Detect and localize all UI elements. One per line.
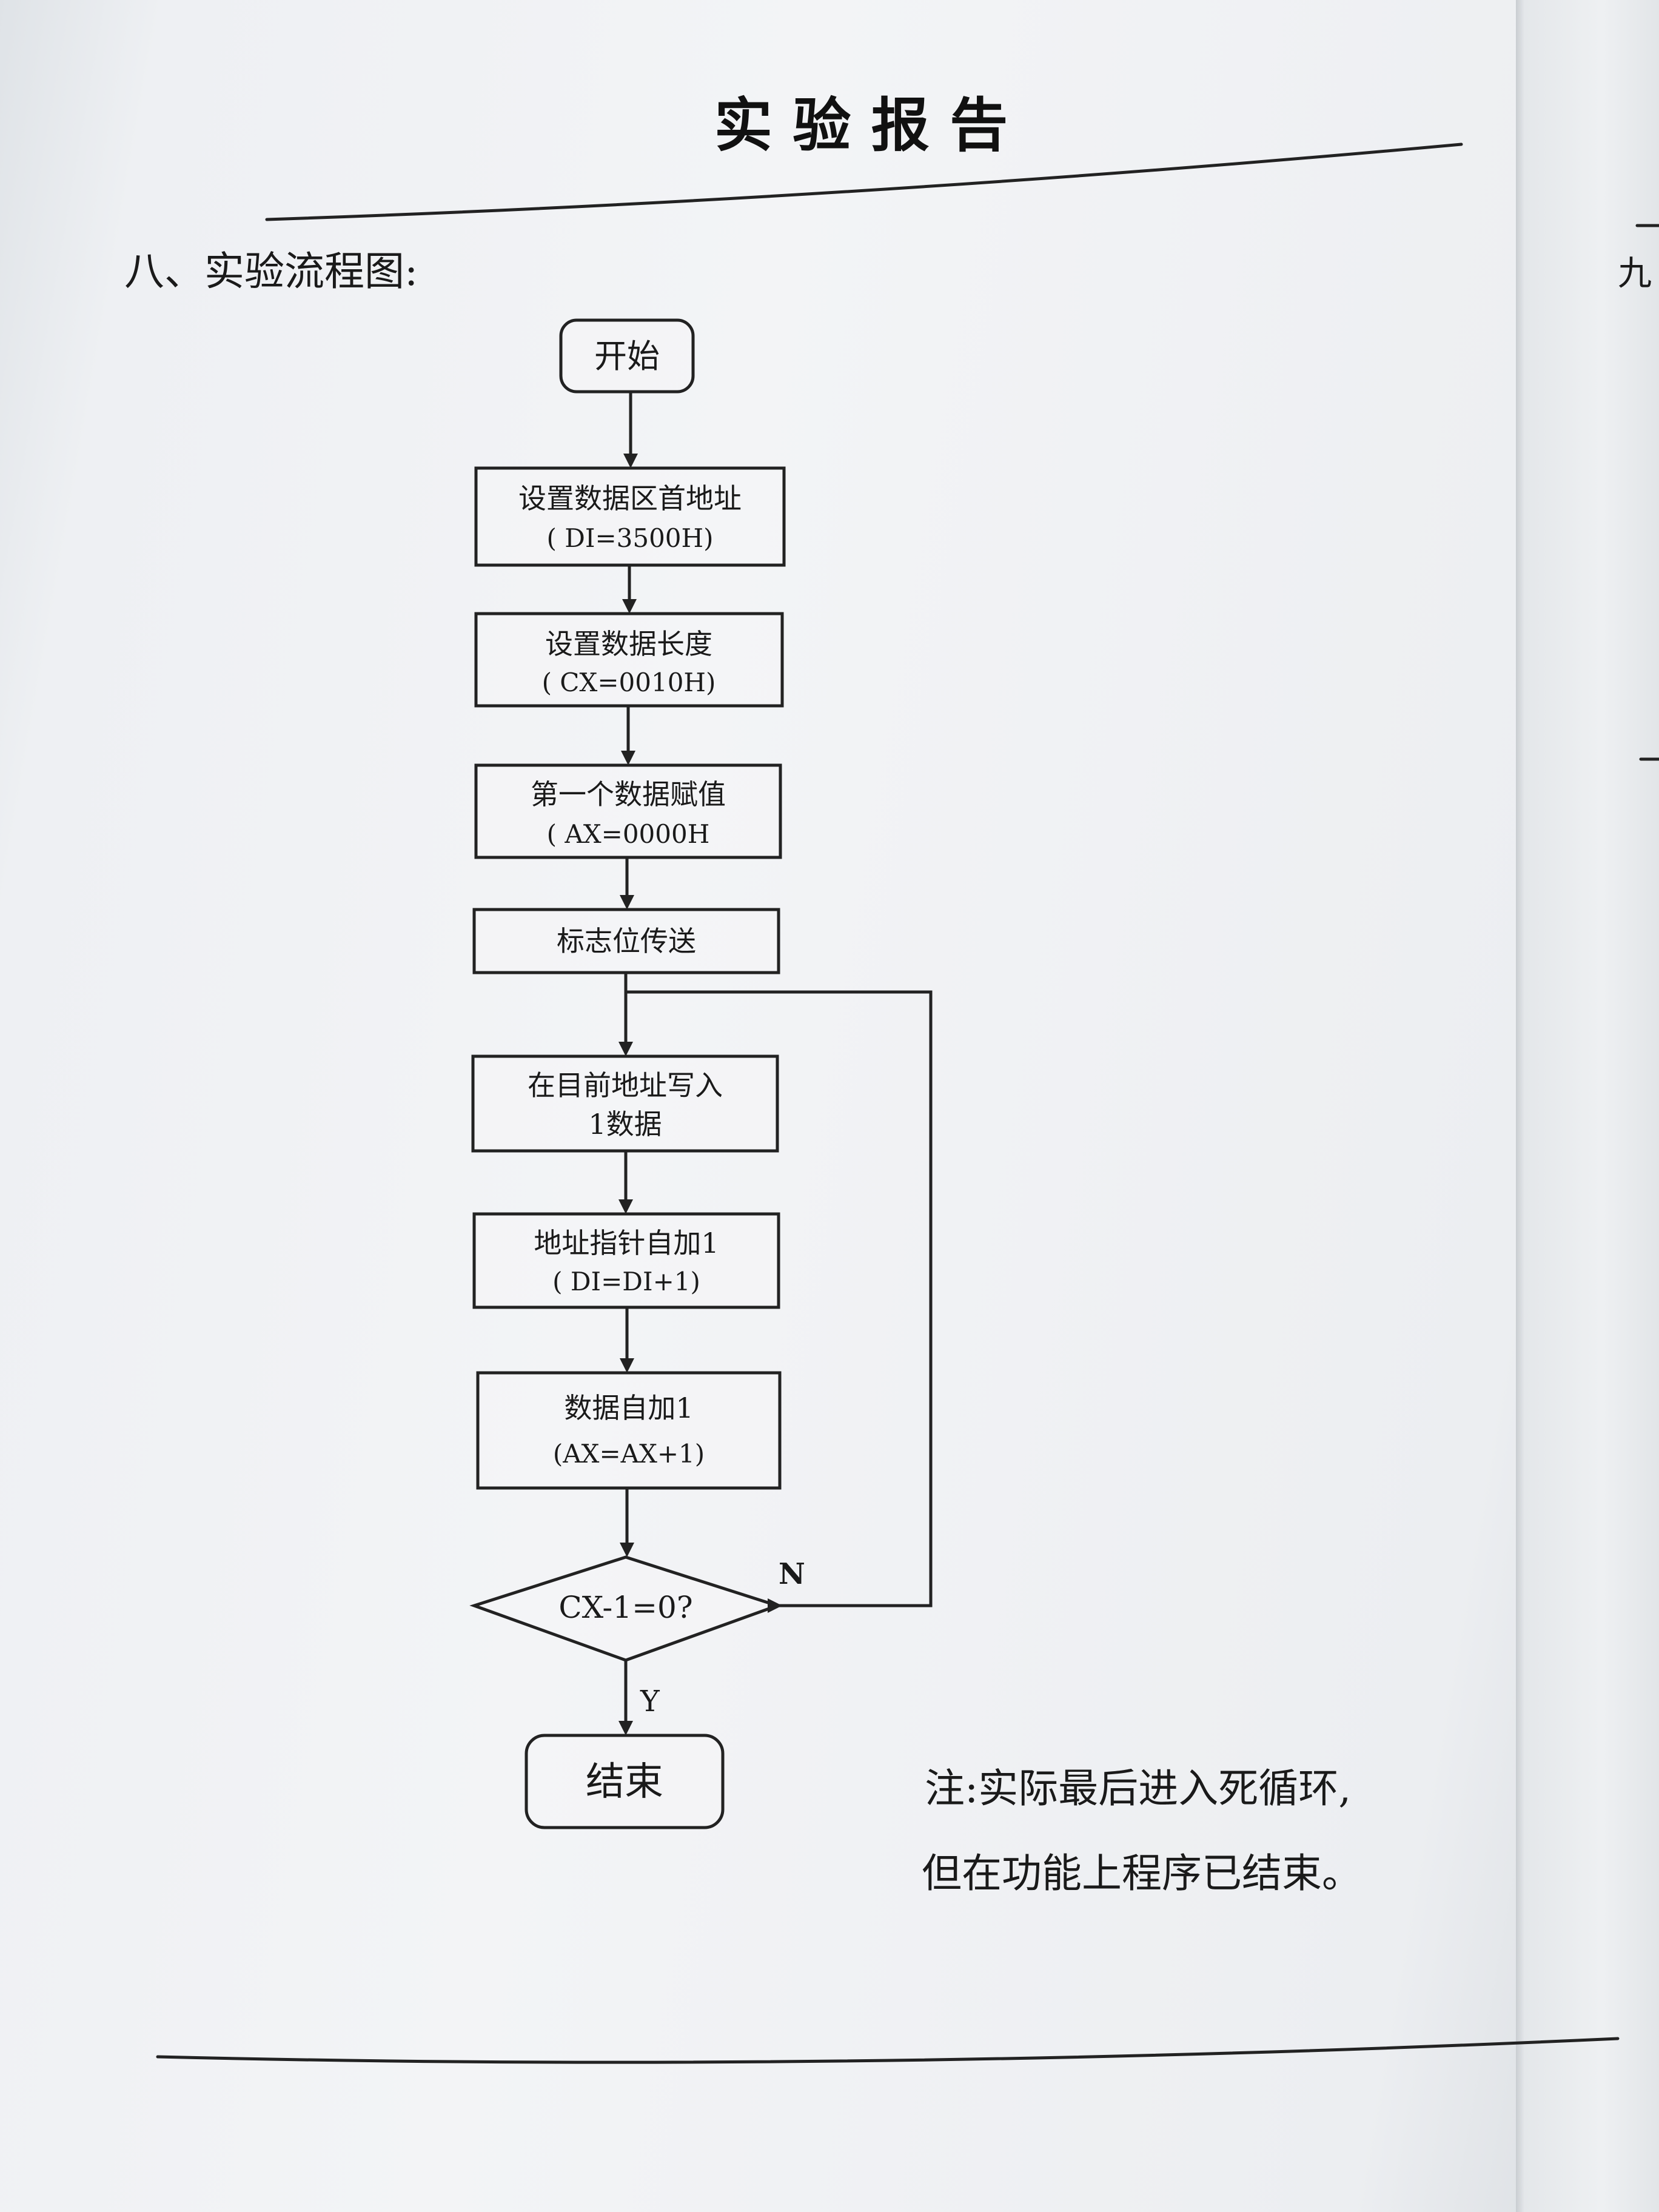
step-sublabel: ( AX=0000H [547,819,710,849]
step-sublabel: ( CX=0010H) [542,668,716,697]
flow-arrows [618,392,638,1735]
step-box-address-increment [472,1212,780,1309]
step-label: 设置数据区首地址 [518,482,742,515]
end-node [525,1734,725,1829]
yes-branch-label: Y [640,1684,660,1718]
step-box-data-increment [476,1371,782,1490]
next-sheet-edge [1516,0,1659,2212]
step-label: 数据自加1 [564,1392,693,1424]
step-sublabel: ( DI=3500H) [546,523,713,553]
step-label: 在目前地址写入 [528,1069,723,1102]
step-label: 第一个数据赋值 [531,778,726,811]
step-box-first-value [474,763,782,859]
step-label: 标志位传送 [557,925,696,957]
start-label: 开始 [594,337,660,375]
header-rule [265,142,1463,221]
note-line-2: 但在功能上程序已结束。 [922,1850,1362,1897]
loop-back-arrow [626,990,933,1613]
step-sublabel: 1数据 [588,1108,662,1141]
no-branch-label: N [779,1557,805,1591]
step-box-set-length [474,612,784,708]
report-title: 实 验 报 告 [714,91,1008,159]
next-page-section-label: 九 [1618,254,1652,293]
step-box-write-data [471,1054,779,1153]
step-sublabel: (AX=AX+1) [553,1439,705,1469]
step-label: 设置数据长度 [545,628,712,660]
step-label: 地址指针自加1 [534,1227,719,1259]
section-title: 八、实验流程图: [124,248,418,295]
note-line-1: 注:实际最后进入死循环, [925,1765,1351,1812]
step-sublabel: ( DI=DI+1) [552,1267,700,1296]
footer-rule [156,2037,1620,2064]
start-node [559,318,695,394]
decision-label: CX-1=0? [558,1590,692,1625]
end-label: 结束 [586,1760,663,1805]
